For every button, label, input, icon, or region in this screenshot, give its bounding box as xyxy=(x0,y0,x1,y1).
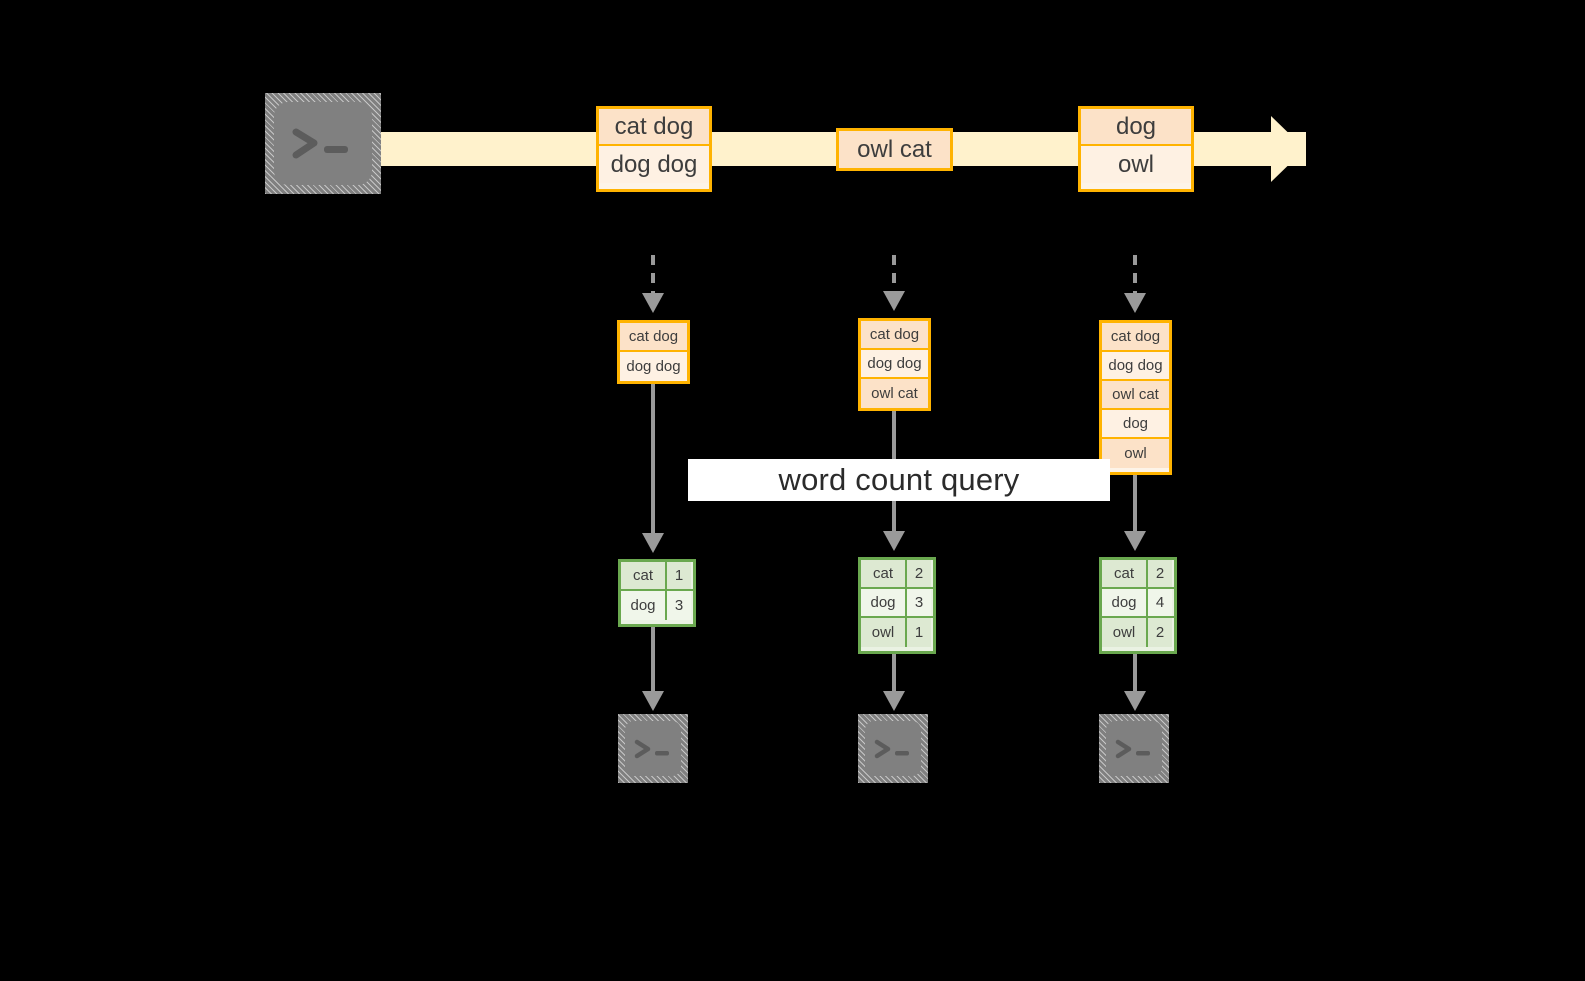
query-connector xyxy=(1133,475,1137,534)
table-row: cat 1 xyxy=(621,562,693,591)
accumulated-line: dog dog xyxy=(1102,352,1169,381)
terminal-screen xyxy=(1106,721,1162,776)
result-word: cat xyxy=(621,562,667,589)
result-word: dog xyxy=(621,591,667,620)
terminal-prompt-glyph xyxy=(858,714,928,783)
query-label-band: word count query xyxy=(688,459,1110,501)
stream-batch-line: cat dog xyxy=(599,109,709,146)
result-count: 2 xyxy=(1148,618,1172,647)
table-row: dog 3 xyxy=(861,589,933,618)
table-row: dog 3 xyxy=(621,591,693,620)
accumulated-line: cat dog xyxy=(861,321,928,350)
result-table: cat 2 dog 3 owl 1 xyxy=(858,557,936,654)
stream-batch-line: owl cat xyxy=(839,131,950,168)
terminal-prompt-glyph xyxy=(618,714,688,783)
sink-terminal-icon[interactable] xyxy=(1099,714,1169,783)
stream-batch-box: cat dog dog dog xyxy=(596,106,712,192)
accumulated-line: dog dog xyxy=(620,352,687,381)
table-row: cat 2 xyxy=(1102,560,1174,589)
result-count: 3 xyxy=(907,589,931,616)
trigger-connector-dashed xyxy=(892,255,896,295)
sink-connector xyxy=(1133,654,1137,693)
result-count: 1 xyxy=(667,562,691,589)
trigger-connector-arrowhead xyxy=(883,291,905,311)
accumulated-input-box: cat dog dog dog owl cat xyxy=(858,318,931,411)
stream-batch-box: owl cat xyxy=(836,128,953,171)
result-table: cat 1 dog 3 xyxy=(618,559,696,627)
sink-connector-arrowhead xyxy=(1124,691,1146,711)
accumulated-line: owl cat xyxy=(1102,381,1169,410)
query-connector-arrowhead xyxy=(1124,531,1146,551)
trigger-connector-dashed xyxy=(1133,255,1137,297)
stream-batch-line: owl xyxy=(1081,146,1191,183)
stream-batch-line: dog dog xyxy=(599,146,709,183)
query-connector-arrowhead xyxy=(883,531,905,551)
result-word: owl xyxy=(861,618,907,647)
stream-batch-line: dog xyxy=(1081,109,1191,146)
terminal-screen xyxy=(865,721,921,776)
table-row: owl 2 xyxy=(1102,618,1174,647)
result-word: dog xyxy=(861,589,907,616)
result-count: 2 xyxy=(1148,560,1172,587)
sink-connector-arrowhead xyxy=(642,691,664,711)
accumulated-line: dog dog xyxy=(861,350,928,379)
result-word: owl xyxy=(1102,618,1148,647)
query-connector xyxy=(651,384,655,536)
terminal-prompt-glyph xyxy=(1099,714,1169,783)
table-row: owl 1 xyxy=(861,618,933,647)
sink-terminal-icon[interactable] xyxy=(858,714,928,783)
result-word: cat xyxy=(1102,560,1148,587)
result-word: dog xyxy=(1102,589,1148,616)
trigger-connector-arrowhead xyxy=(642,293,664,313)
table-row: cat 2 xyxy=(861,560,933,589)
accumulated-input-box: cat dog dog dog owl cat dog owl xyxy=(1099,320,1172,475)
accumulated-input-box: cat dog dog dog xyxy=(617,320,690,384)
result-table: cat 2 dog 4 owl 2 xyxy=(1099,557,1177,654)
terminal-prompt-glyph xyxy=(265,93,381,194)
result-count: 3 xyxy=(667,591,691,620)
trigger-connector-arrowhead xyxy=(1124,293,1146,313)
sink-connector-arrowhead xyxy=(883,691,905,711)
sink-connector xyxy=(892,654,896,693)
accumulated-line: owl cat xyxy=(861,379,928,408)
terminal-screen xyxy=(274,102,372,185)
accumulated-line: dog xyxy=(1102,410,1169,439)
table-row: dog 4 xyxy=(1102,589,1174,618)
accumulated-line: owl xyxy=(1102,439,1169,468)
source-terminal-icon[interactable] xyxy=(265,93,381,194)
result-count: 1 xyxy=(907,618,931,647)
query-connector-arrowhead xyxy=(642,533,664,553)
result-count: 4 xyxy=(1148,589,1172,616)
terminal-screen xyxy=(625,721,681,776)
sink-terminal-icon[interactable] xyxy=(618,714,688,783)
result-count: 2 xyxy=(907,560,931,587)
result-word: cat xyxy=(861,560,907,587)
input-stream-arrowhead xyxy=(1271,116,1305,182)
sink-connector xyxy=(651,627,655,693)
query-label: word count query xyxy=(778,462,1020,497)
accumulated-line: cat dog xyxy=(620,323,687,352)
stream-batch-box: dog owl xyxy=(1078,106,1194,192)
accumulated-line: cat dog xyxy=(1102,323,1169,352)
trigger-connector-dashed xyxy=(651,255,655,297)
